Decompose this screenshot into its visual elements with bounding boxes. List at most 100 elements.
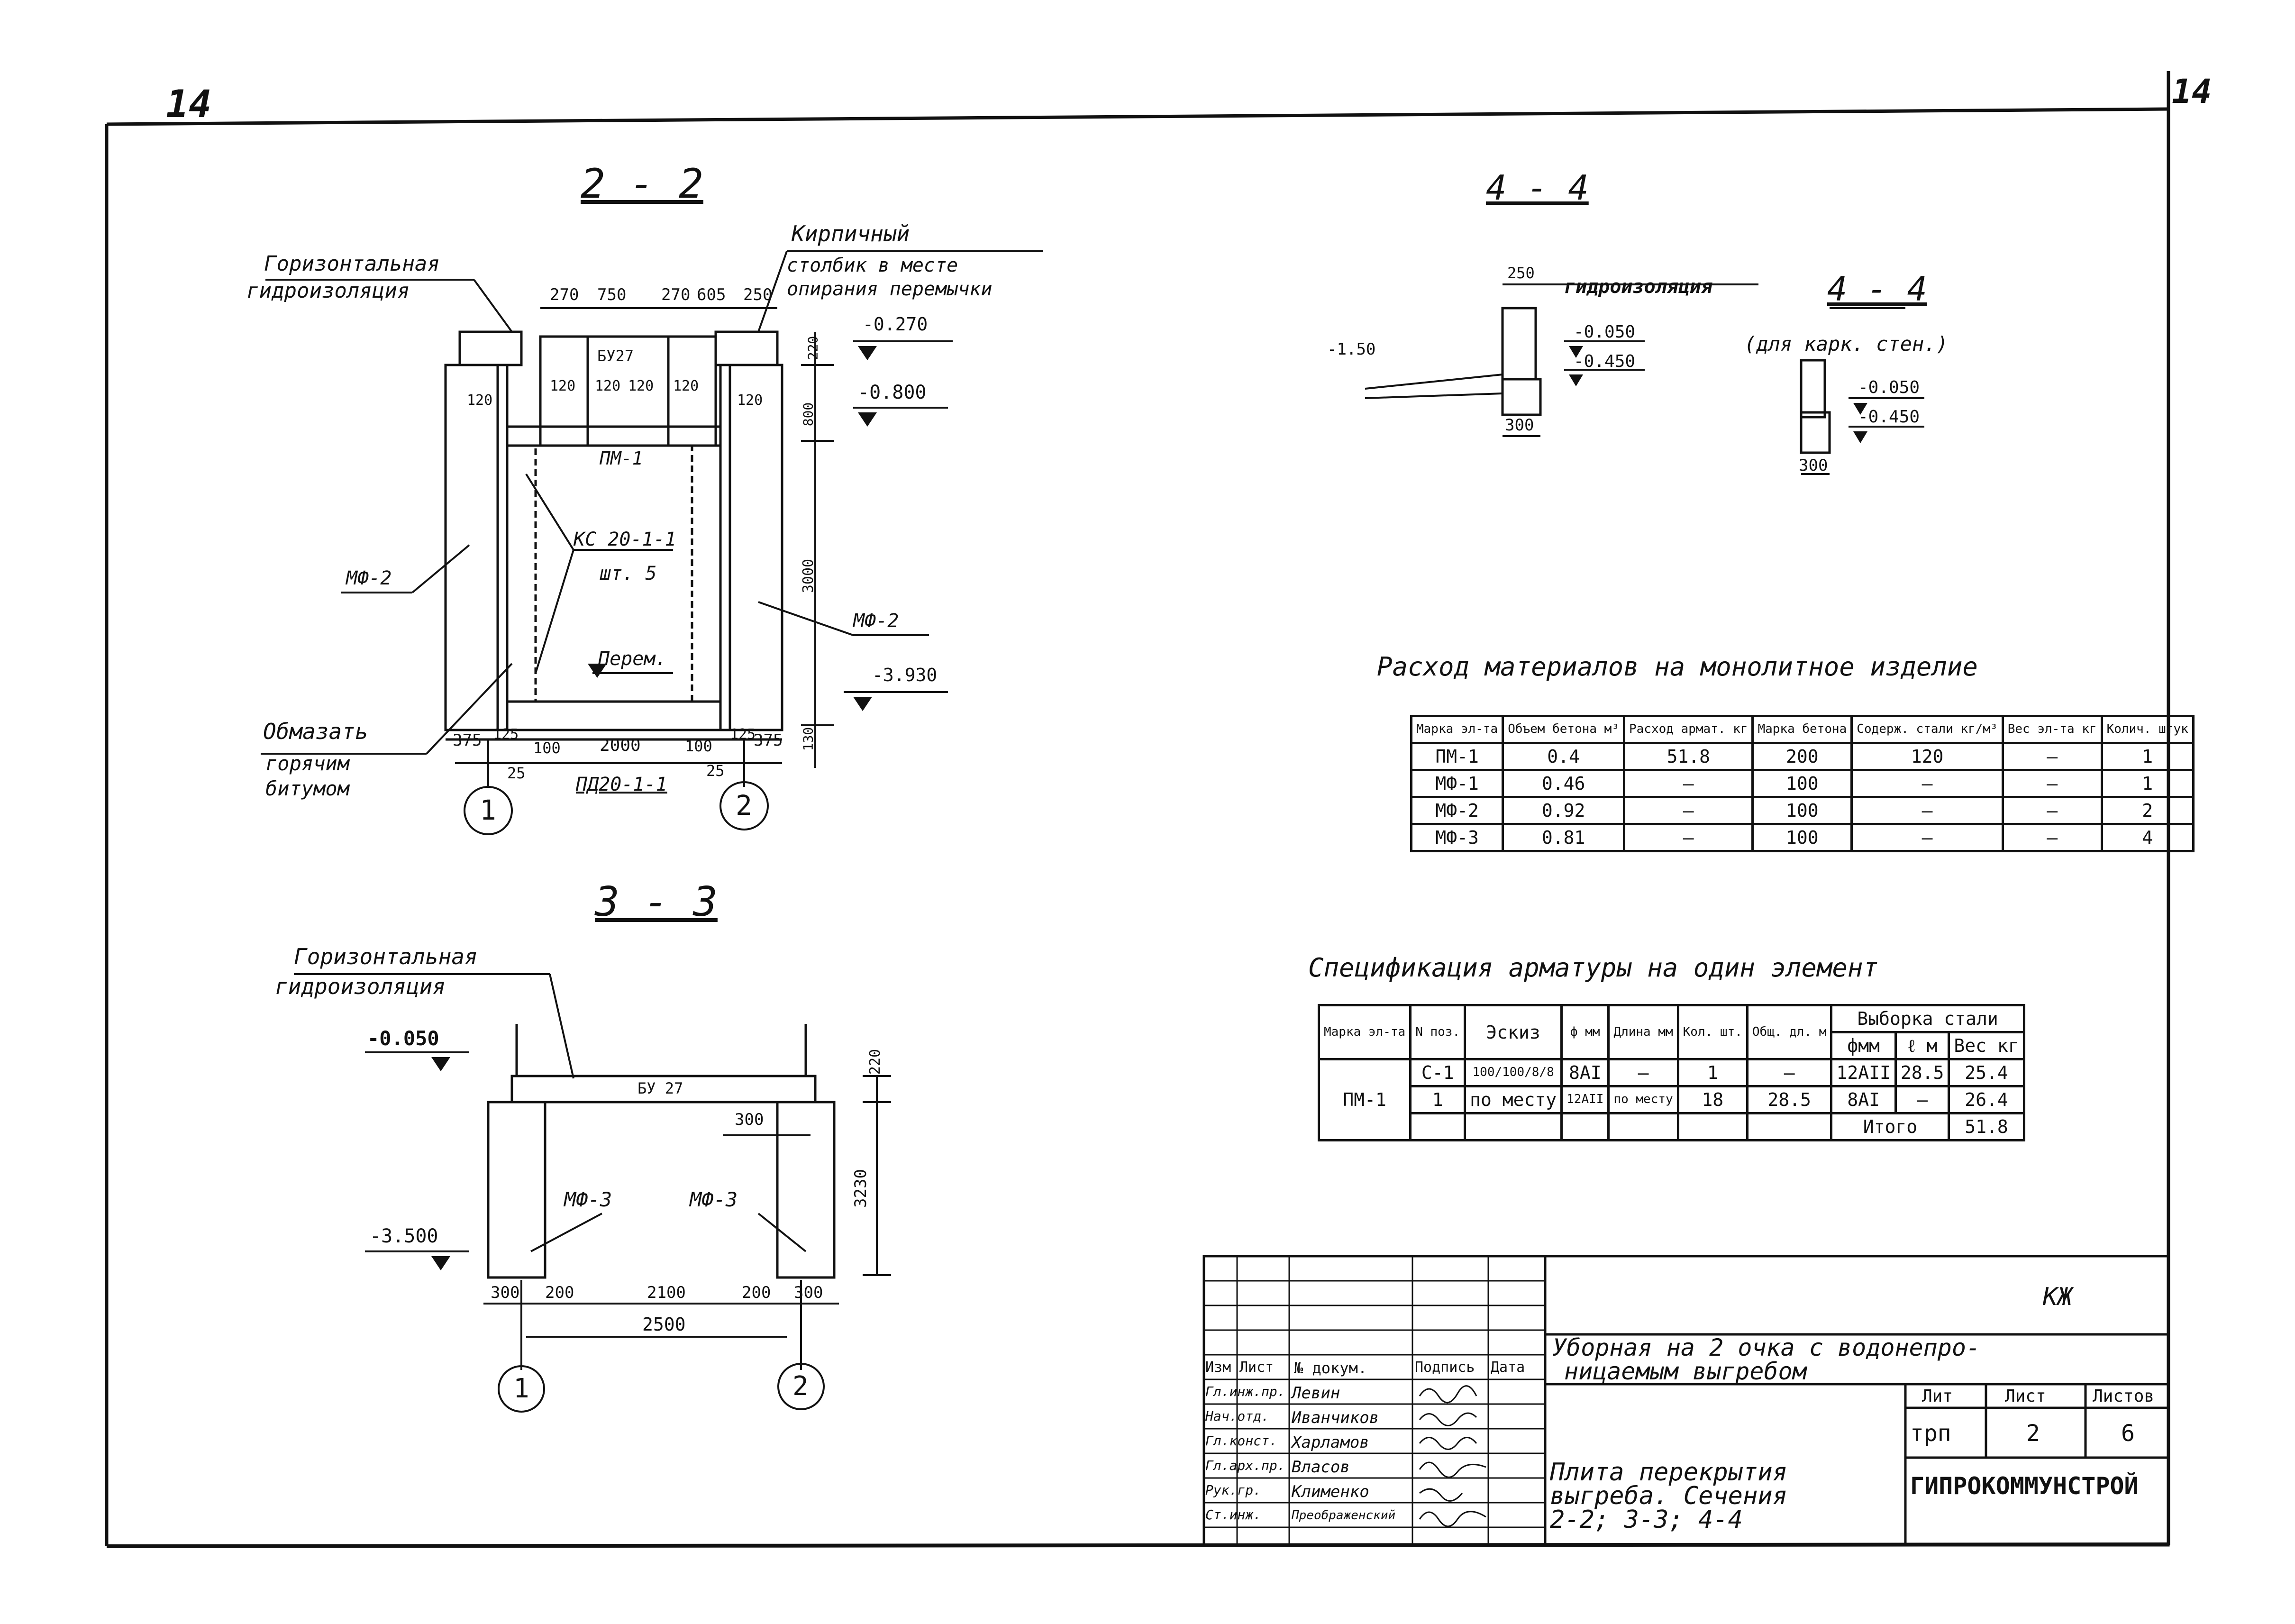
table-cell: 18 — [1676, 1085, 1749, 1114]
s22-dim-bot-2: 125 — [493, 726, 519, 743]
table-cell: 0.4 — [1502, 742, 1625, 771]
s33-dim-bot-5: 300 — [794, 1283, 823, 1302]
table-cell: 0.46 — [1502, 769, 1625, 798]
spec-element: ПМ-1 — [1317, 1058, 1412, 1141]
table-cell: — — [1746, 1058, 1833, 1087]
table-cell: 26.4 — [1948, 1085, 2025, 1114]
section-3-3-title: 3 - 3 — [595, 878, 718, 926]
table-cell: 100 — [1751, 796, 1853, 825]
stamp-name: Преображенский — [1292, 1508, 1396, 1523]
s33-mark-3500: -3.500 — [370, 1225, 438, 1247]
s44-gidro-label: гидроизоляция — [1564, 276, 1713, 298]
s22-dim-top-2: 750 — [597, 285, 627, 304]
stamp-role: Гл.арх.пр. — [1205, 1458, 1285, 1473]
spec-header-mark: Марка эл-та — [1317, 1004, 1412, 1060]
table-row: МФ-1 0.46 — 100 — — 1 — [1410, 769, 2195, 798]
table-cell: — — [1622, 769, 1754, 798]
materials-header-cell: Марка эл-та — [1410, 715, 1504, 744]
s22-gidro-label-1: Горизонтальная — [264, 252, 440, 276]
s33-gidro-label-2: гидроизоляция — [275, 974, 446, 999]
section-2-2-title: 2 - 2 — [581, 160, 703, 208]
table-row: Итого 51.8 — [1319, 1112, 2025, 1141]
s33-dim-bot-3: 2100 — [647, 1283, 686, 1302]
stamp-col-izm: Изм — [1205, 1359, 1231, 1376]
s22-dim-bot-3: 100 — [533, 739, 561, 757]
stamp-col-doc: № докум. — [1294, 1359, 1367, 1377]
s22-dim-top-4: 605 — [697, 285, 726, 304]
s22-kirp-label-3: опирания перемычки — [787, 278, 993, 300]
s44-mark-0050: -0.050 — [1574, 322, 1636, 342]
s22-axis-1: 1 — [480, 794, 496, 826]
section-4-4-title: 4 - 4 — [1486, 168, 1589, 208]
table-cell: МФ-2 — [1410, 796, 1504, 825]
s44b-mark-0050: -0.050 — [1858, 378, 1920, 397]
materials-title: Расход материалов на монолитное изделие — [1377, 652, 1978, 682]
spec-header-phi: ф мм — [1560, 1004, 1610, 1060]
table-cell: — — [2001, 742, 2103, 771]
s22-ks-label-1: КС 20-1-1 — [574, 529, 676, 550]
s44b-note: (для карк. стен.) — [1744, 332, 1948, 356]
stamp-lit-value: трп — [1910, 1420, 1951, 1447]
table-row: Марка эл-та N поз. Эскиз ф мм Длина мм К… — [1317, 1004, 2025, 1060]
table-cell: МФ-3 — [1410, 823, 1504, 852]
table-cell: — — [1622, 796, 1754, 825]
spec-header-total: Общ. дл. м — [1746, 1004, 1833, 1060]
stamp-role: Гл.инж.пр. — [1205, 1384, 1285, 1399]
s22-dim-top-3: 270 — [661, 285, 691, 304]
sheet-number-right: 14 — [2172, 72, 2212, 111]
stamp-name: Клименко — [1292, 1482, 1369, 1501]
stamp-role: Нач.отд. — [1205, 1408, 1269, 1424]
table-cell: 8АI — [1560, 1058, 1610, 1087]
table-cell: — — [1850, 796, 2004, 825]
table-cell — [1560, 1112, 1610, 1141]
s33-dim-bot-1: 300 — [491, 1283, 520, 1302]
table-cell: 100/100/8/8 — [1464, 1058, 1563, 1087]
table-cell — [1607, 1112, 1679, 1141]
s22-axis-2: 2 — [736, 789, 752, 821]
s22-dim-top-1: 270 — [550, 285, 579, 304]
table-cell: — — [1850, 769, 2004, 798]
s33-dim-total: 2500 — [642, 1314, 686, 1335]
s22-dim-120-f: 120 — [737, 392, 763, 409]
s22-obm-label-2: горячим — [265, 752, 350, 775]
s22-perem-label: Перем. — [598, 648, 667, 670]
s44-mark-0450: -0.450 — [1574, 352, 1636, 371]
stamp-col-date: Дата — [1491, 1359, 1525, 1376]
table-cell: — — [1622, 823, 1754, 852]
section-4-4b-title: 4 - 4 — [1827, 270, 1927, 309]
spec-header-fmm: фмм — [1830, 1031, 1897, 1060]
spec-header-qty: Кол. шт. — [1676, 1004, 1749, 1060]
table-cell: С-1 — [1409, 1058, 1466, 1087]
table-row: Марка эл-та Объем бетона м³ Расход армат… — [1410, 715, 2195, 744]
table-cell: 12АII — [1560, 1085, 1610, 1114]
materials-header-cell: Колич. штук — [2100, 715, 2195, 744]
table-cell: 0.92 — [1502, 796, 1625, 825]
s44-dim-250: 250 — [1507, 264, 1535, 282]
spec-header-len: Длина мм — [1607, 1004, 1679, 1060]
s33-mf3-left-label: МФ-3 — [564, 1188, 612, 1211]
s22-dim-bot-5: 100 — [685, 737, 712, 755]
stamp-col-list: Лист — [1239, 1359, 1274, 1376]
table-cell: по месту — [1607, 1085, 1679, 1114]
stamp-name: Власов — [1292, 1458, 1350, 1477]
table-cell: 28.5 — [1894, 1058, 1950, 1087]
s22-dim-25-b: 25 — [706, 762, 725, 780]
stamp-listov-value: 6 — [2121, 1420, 2135, 1447]
s33-dim-bot-2: 200 — [545, 1283, 574, 1302]
spec-header-vyb: Выборка стали — [1830, 1004, 2025, 1033]
table-cell: 1 — [1409, 1085, 1466, 1114]
s22-ks-label-2: шт. 5 — [600, 563, 657, 584]
table-cell: 100 — [1751, 823, 1853, 852]
table-cell: 200 — [1751, 742, 1853, 771]
s44-dim-300: 300 — [1505, 416, 1534, 435]
sheet-number-left: 14 — [166, 82, 212, 126]
materials-header-cell: Вес эл-та кг — [2001, 715, 2103, 744]
stamp-list-header: Лист — [2005, 1387, 2046, 1406]
s22-by27-label: БУ27 — [597, 347, 634, 365]
table-cell: 1 — [1676, 1058, 1749, 1087]
table-cell: 120 — [1850, 742, 2004, 771]
spec-title: Спецификация арматуры на один элемент — [1308, 953, 1878, 983]
